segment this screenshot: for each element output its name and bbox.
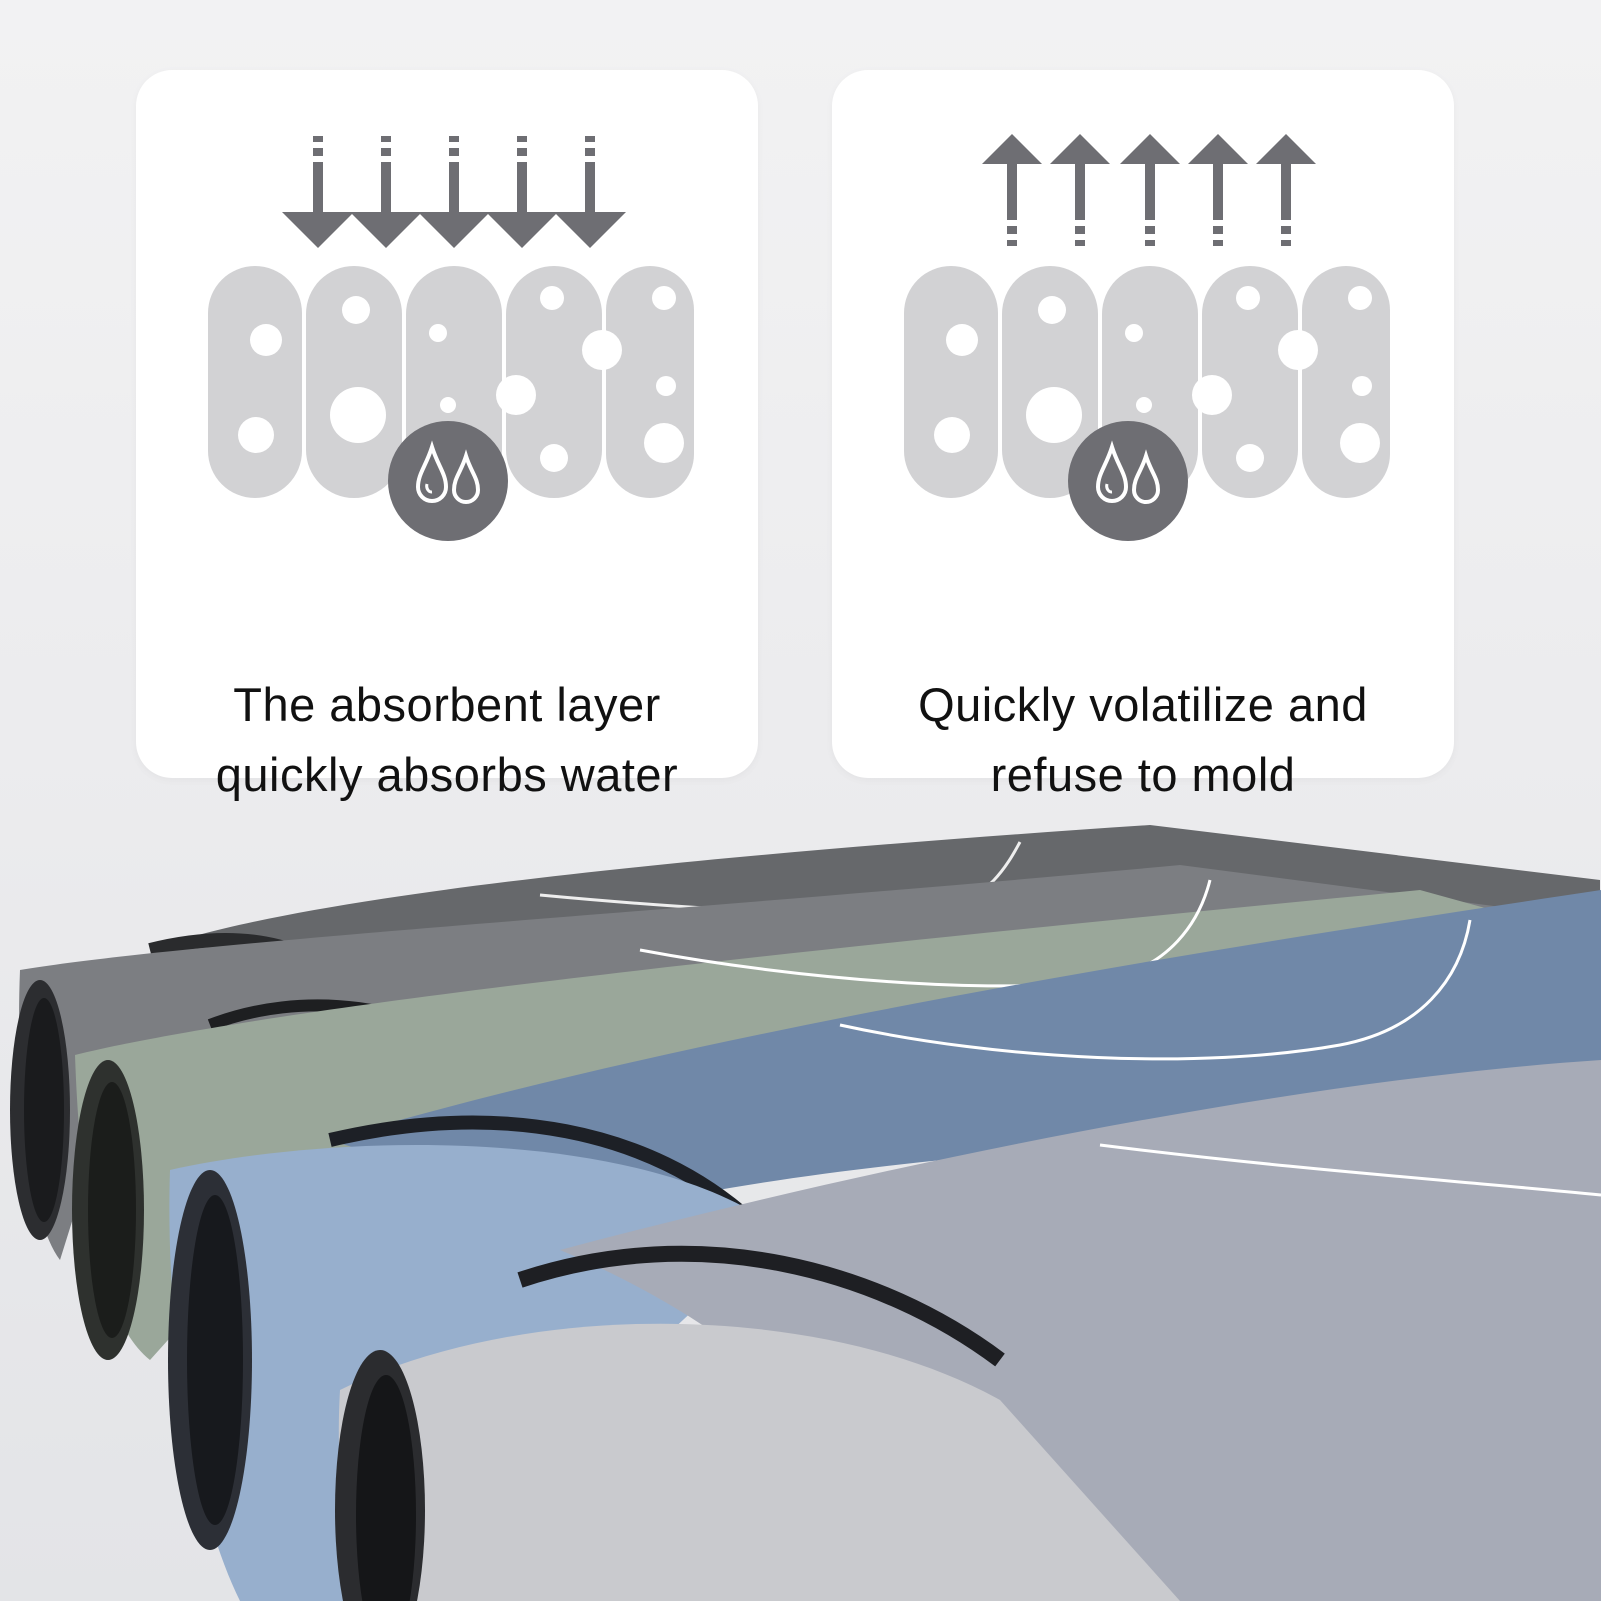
evaporate-diagram (904, 134, 1390, 541)
caption-line-1: The absorbent layer (233, 678, 661, 731)
feature-card-absorb: The absorbent layer quickly absorbs wate… (136, 70, 758, 801)
absorb-caption: The absorbent layer quickly absorbs wate… (136, 670, 758, 810)
caption-line-2: quickly absorbs water (215, 748, 679, 801)
mat-roll-blue (328, 890, 1601, 1226)
absorb-diagram (208, 136, 694, 541)
arrows-up-icon (982, 134, 1316, 246)
evaporate-caption: Quickly volatilize and refuse to mold (832, 670, 1454, 810)
feature-card-evaporate: Quickly volatilize and refuse to mold (832, 70, 1454, 801)
caption-line-1: Quickly volatilize and (918, 678, 1368, 731)
mat-roll-grey-blue (517, 1060, 1601, 1601)
water-drops-icon (1068, 421, 1188, 541)
caption-line-2: refuse to mold (990, 748, 1296, 801)
mat-roll-light (335, 1323, 1180, 1601)
absorbent-layer (904, 266, 1390, 498)
rolled-mats-photo (10, 825, 1601, 1601)
arrows-down-icon (282, 136, 626, 248)
water-drops-icon (388, 421, 508, 541)
